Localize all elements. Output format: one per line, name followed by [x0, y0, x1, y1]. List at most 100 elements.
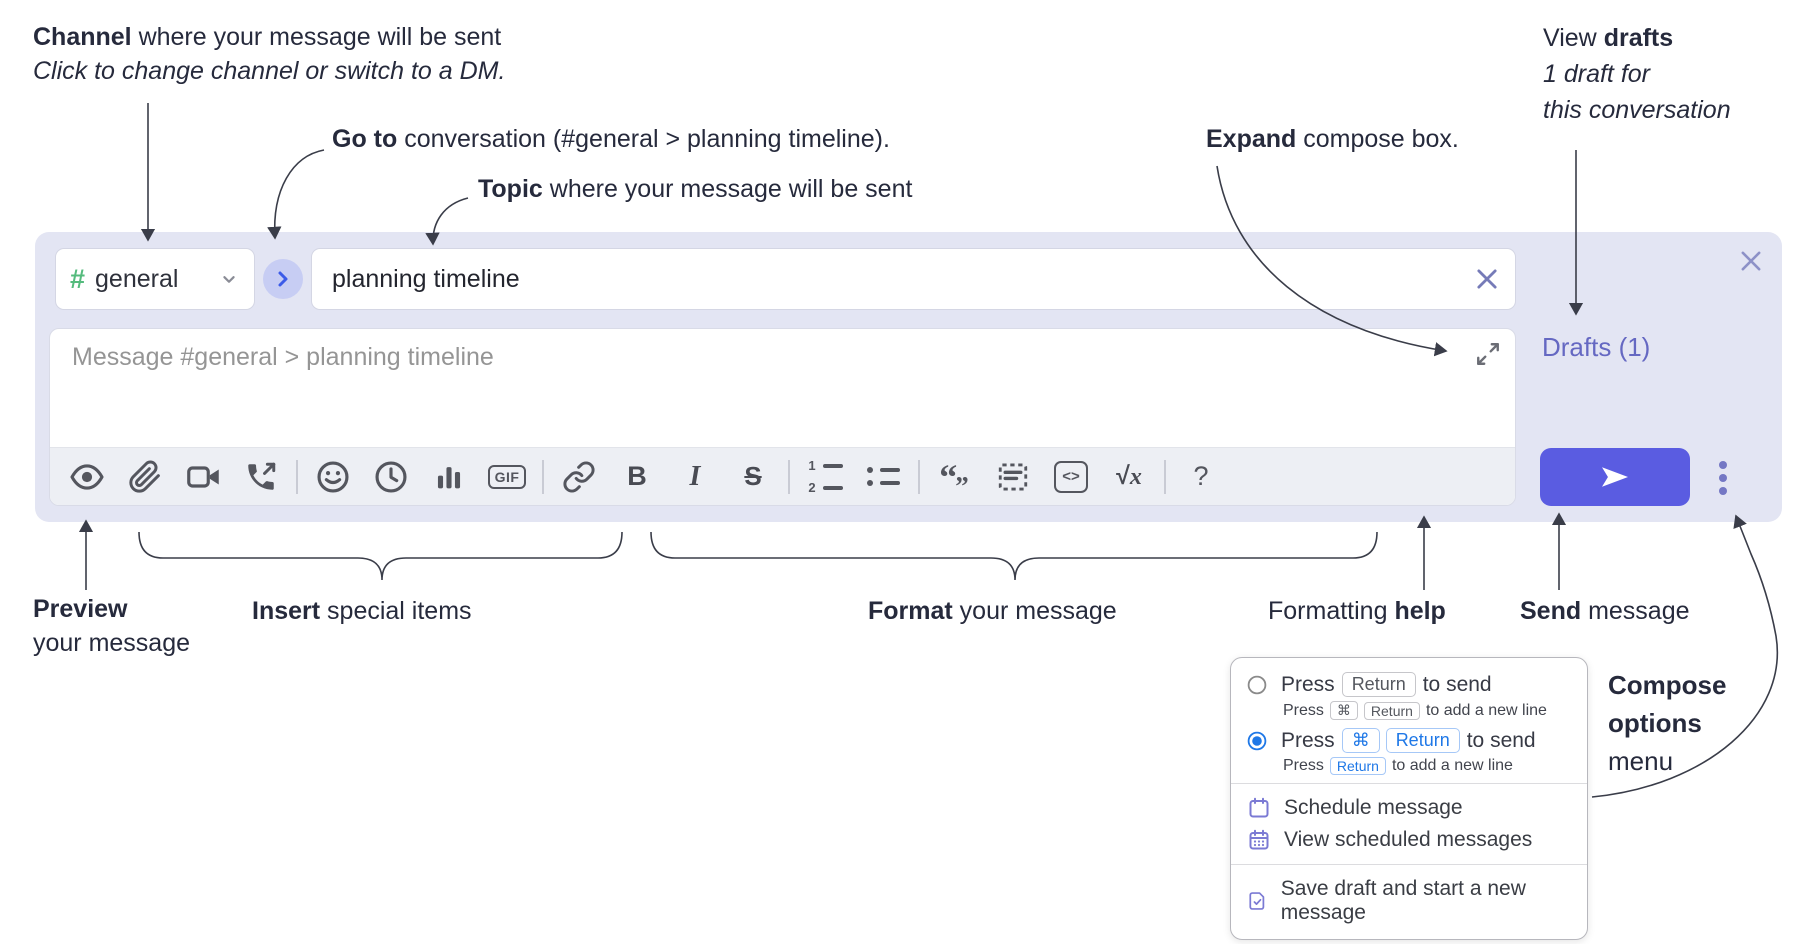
annotation-view-drafts: View drafts 1 draft for this conversatio…: [1543, 24, 1731, 124]
annotation-formatting-help: Formatting help: [1268, 597, 1446, 625]
return-key: Return: [1363, 701, 1420, 720]
return-key: Return: [1341, 672, 1416, 697]
calendar-grid-icon: [1249, 829, 1269, 850]
annotation-compose-options: Compose options menu: [1608, 670, 1727, 776]
toolbar-divider: [1164, 459, 1166, 494]
paperclip-icon: [129, 460, 160, 493]
return-key: Return: [1385, 728, 1460, 753]
video-camera-icon: [187, 465, 219, 488]
gif-icon: GIF: [487, 464, 527, 489]
menu-divider: [1231, 783, 1587, 784]
poll-button[interactable]: [420, 453, 478, 501]
enter-sends-subtext: Press ⌘ Return to add a new line: [1283, 701, 1547, 720]
cmd-enter-sends-option[interactable]: Press ⌘ Return to send: [1247, 728, 1571, 753]
bulleted-list-icon: [866, 467, 900, 486]
quote-button[interactable]: “”: [926, 453, 984, 501]
annotation-goto: Go to conversation (#general > planning …: [332, 125, 890, 153]
message-formatting-help-button[interactable]: ?: [1172, 453, 1230, 501]
link-button[interactable]: [550, 453, 608, 501]
enter-sends-option[interactable]: Press Return to send: [1247, 672, 1571, 697]
expand-compose-button[interactable]: [1475, 341, 1501, 367]
compose-options-menu: Press Return to send Press ⌘ Return to a…: [1230, 657, 1588, 940]
annotation-send: Send message: [1520, 597, 1690, 625]
code-icon: <>: [1054, 460, 1088, 493]
vertical-dots-icon: [1719, 461, 1727, 469]
send-icon: [1602, 467, 1628, 487]
numbered-list-icon: 1 2: [808, 458, 843, 495]
bold-button[interactable]: B: [608, 453, 666, 501]
emoji-button[interactable]: [304, 453, 362, 501]
format-brace: [650, 531, 1378, 581]
strikethrough-button[interactable]: S: [724, 453, 782, 501]
link-icon: [563, 461, 595, 492]
attach-file-button[interactable]: [116, 453, 174, 501]
gif-button[interactable]: GIF: [478, 453, 536, 501]
annotation-insert: Insert special items: [252, 597, 472, 625]
close-icon: [1741, 251, 1761, 271]
annotation-expand: Expand compose box.: [1206, 125, 1459, 153]
numbered-list-button[interactable]: 1 2: [796, 453, 854, 501]
channel-name: general: [95, 264, 179, 293]
close-icon: [1477, 269, 1497, 289]
toolbar-divider: [918, 459, 920, 494]
code-button[interactable]: <>: [1042, 453, 1100, 501]
annotation-format: Format your message: [868, 597, 1117, 625]
schedule-message-item[interactable]: Schedule message: [1247, 792, 1571, 824]
cmd-enter-sends-subtext: Press Return to add a new line: [1283, 757, 1513, 775]
cmd-key: ⌘: [1329, 701, 1358, 720]
spoiler-icon: [998, 463, 1028, 490]
channel-selector-button[interactable]: # general: [55, 248, 255, 310]
math-button[interactable]: √x: [1100, 453, 1158, 501]
expand-icon: [1477, 343, 1499, 365]
chevron-right-icon: [278, 271, 288, 287]
italic-button[interactable]: I: [666, 453, 724, 501]
italic-icon: I: [689, 460, 701, 492]
bar-chart-icon: [437, 466, 461, 488]
spoiler-button[interactable]: [984, 453, 1042, 501]
compose-close-button[interactable]: [1736, 246, 1766, 276]
math-icon: √x: [1116, 462, 1142, 490]
message-textarea[interactable]: Message #general > planning timeline: [49, 328, 1516, 506]
annotation-preview: Preview your message: [33, 595, 191, 657]
topic-input[interactable]: [330, 263, 1473, 295]
compose-toolbar: GIF B I S: [50, 447, 1515, 505]
compose-options-button[interactable]: [1701, 454, 1745, 502]
toolbar-divider: [788, 459, 790, 494]
compose-box: # general Message #genera: [35, 232, 1782, 522]
voice-call-button[interactable]: [232, 453, 290, 501]
phone-call-icon: [248, 462, 276, 490]
toolbar-divider: [296, 459, 298, 494]
question-mark-icon: ?: [1193, 461, 1209, 491]
bulleted-list-button[interactable]: [854, 453, 912, 501]
save-draft-item[interactable]: Save draft and start a new message: [1247, 873, 1571, 929]
preview-button[interactable]: [58, 453, 116, 501]
video-call-button[interactable]: [174, 453, 232, 501]
drafts-link[interactable]: Drafts (1): [1542, 332, 1651, 362]
view-scheduled-messages-item[interactable]: View scheduled messages: [1247, 824, 1571, 856]
radio-unselected-icon[interactable]: [1247, 675, 1267, 695]
go-to-conversation-button[interactable]: [263, 259, 303, 299]
message-placeholder: Message #general > planning timeline: [72, 343, 494, 371]
send-button[interactable]: [1540, 448, 1690, 506]
strikethrough-icon: S: [744, 461, 762, 491]
radio-selected-icon[interactable]: [1247, 731, 1267, 751]
quote-icon: “”: [939, 456, 969, 501]
insert-brace: [138, 531, 623, 581]
draft-document-icon: [1249, 892, 1265, 910]
annotation-channel: Channel where your message will be sent …: [33, 23, 506, 85]
topic-input-wrap: [311, 248, 1516, 310]
menu-divider: [1231, 864, 1587, 865]
clock-icon: [375, 460, 407, 493]
calendar-icon: [1249, 797, 1269, 818]
toolbar-divider: [542, 459, 544, 494]
eye-icon: [70, 463, 104, 490]
smiley-icon: [317, 460, 349, 493]
bold-icon: B: [627, 461, 647, 491]
global-time-button[interactable]: [362, 453, 420, 501]
return-key: Return: [1329, 757, 1386, 775]
topic-clear-button[interactable]: [1473, 265, 1501, 293]
goto-connector: [267, 149, 325, 240]
channel-hash-icon: #: [70, 263, 86, 294]
annotation-topic: Topic where your message will be sent: [478, 175, 913, 203]
